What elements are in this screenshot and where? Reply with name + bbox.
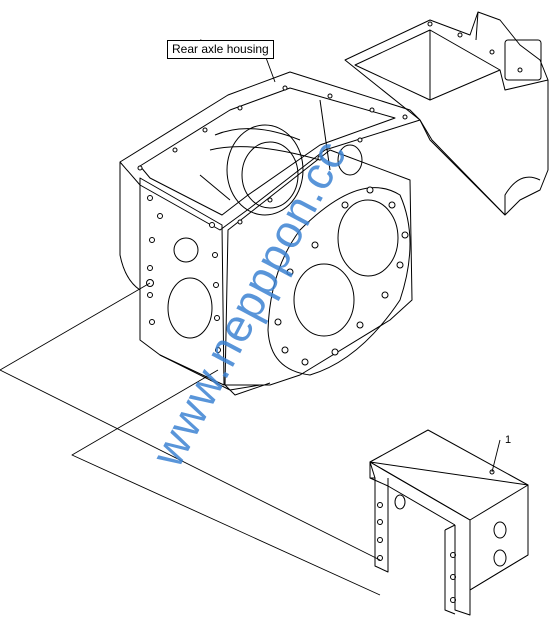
bracket-part-1: [369, 429, 529, 616]
side-bolt-holes: [146, 195, 221, 353]
rim-bolt-holes: [137, 21, 523, 225]
callout-part-number: 1: [505, 434, 512, 446]
callout-label-rear-axle-housing: Rear axle housing: [167, 40, 274, 59]
rear-axle-housing: [119, 11, 549, 396]
flange-bolt-holes: [274, 186, 409, 366]
